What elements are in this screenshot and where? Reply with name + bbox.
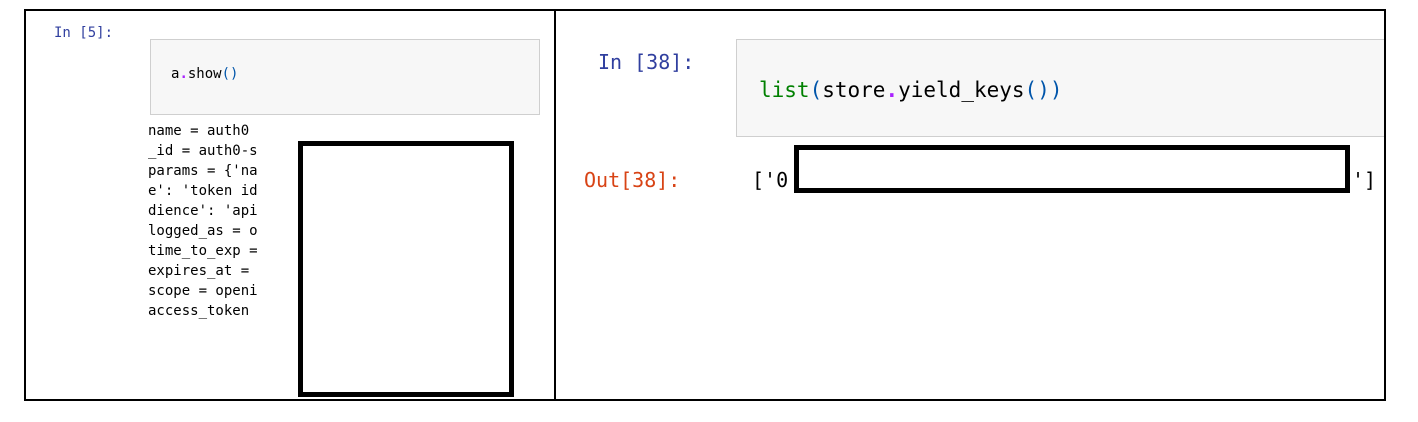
output-suffix: '] bbox=[1352, 168, 1377, 192]
output-line: params = {'na bbox=[148, 163, 258, 179]
output-line: access_token bbox=[148, 303, 250, 319]
code-paren-open: ( bbox=[809, 78, 823, 102]
code-line: list(store.yield_keys()) bbox=[759, 76, 1063, 104]
code-call-parens: () bbox=[1024, 78, 1050, 102]
output-line: time_to_exp = bbox=[148, 243, 258, 259]
output-line: expires_at = bbox=[148, 263, 250, 279]
code-input-area[interactable]: a.show() bbox=[150, 39, 540, 115]
code-builtin: list bbox=[759, 78, 810, 102]
output-line: name = auth0 bbox=[148, 123, 250, 139]
code-line: a.show() bbox=[171, 64, 238, 84]
code-object: store bbox=[822, 78, 886, 102]
code-dot-operator: . bbox=[885, 78, 899, 102]
code-object: a bbox=[171, 66, 180, 82]
right-notebook-cell: In [38]: list(store.yield_keys()) Out[38… bbox=[554, 9, 1386, 401]
output-prefix: ['0 bbox=[752, 168, 789, 192]
left-notebook-cell: In [5]: a.show() name = auth0 _id = auth… bbox=[24, 9, 556, 401]
redaction-box bbox=[794, 145, 1350, 193]
redaction-box bbox=[298, 141, 514, 397]
code-input-area[interactable]: list(store.yield_keys()) bbox=[736, 39, 1384, 137]
code-method: yield_keys bbox=[898, 78, 1025, 102]
output-line: _id = auth0-s bbox=[148, 143, 258, 159]
output-prompt: Out[38]: bbox=[584, 168, 681, 192]
output-line: e': 'token id bbox=[148, 183, 258, 199]
input-prompt: In [5]: bbox=[54, 25, 114, 41]
output-line: logged_as = o bbox=[148, 223, 258, 239]
output-line: scope = openi bbox=[148, 283, 258, 299]
code-dot-operator: . bbox=[179, 66, 188, 82]
code-paren-close: ) bbox=[1049, 78, 1063, 102]
code-method: show bbox=[187, 66, 222, 82]
code-parens: () bbox=[221, 66, 239, 82]
output-line: dience': 'api bbox=[148, 203, 258, 219]
input-prompt: In [38]: bbox=[598, 50, 695, 74]
